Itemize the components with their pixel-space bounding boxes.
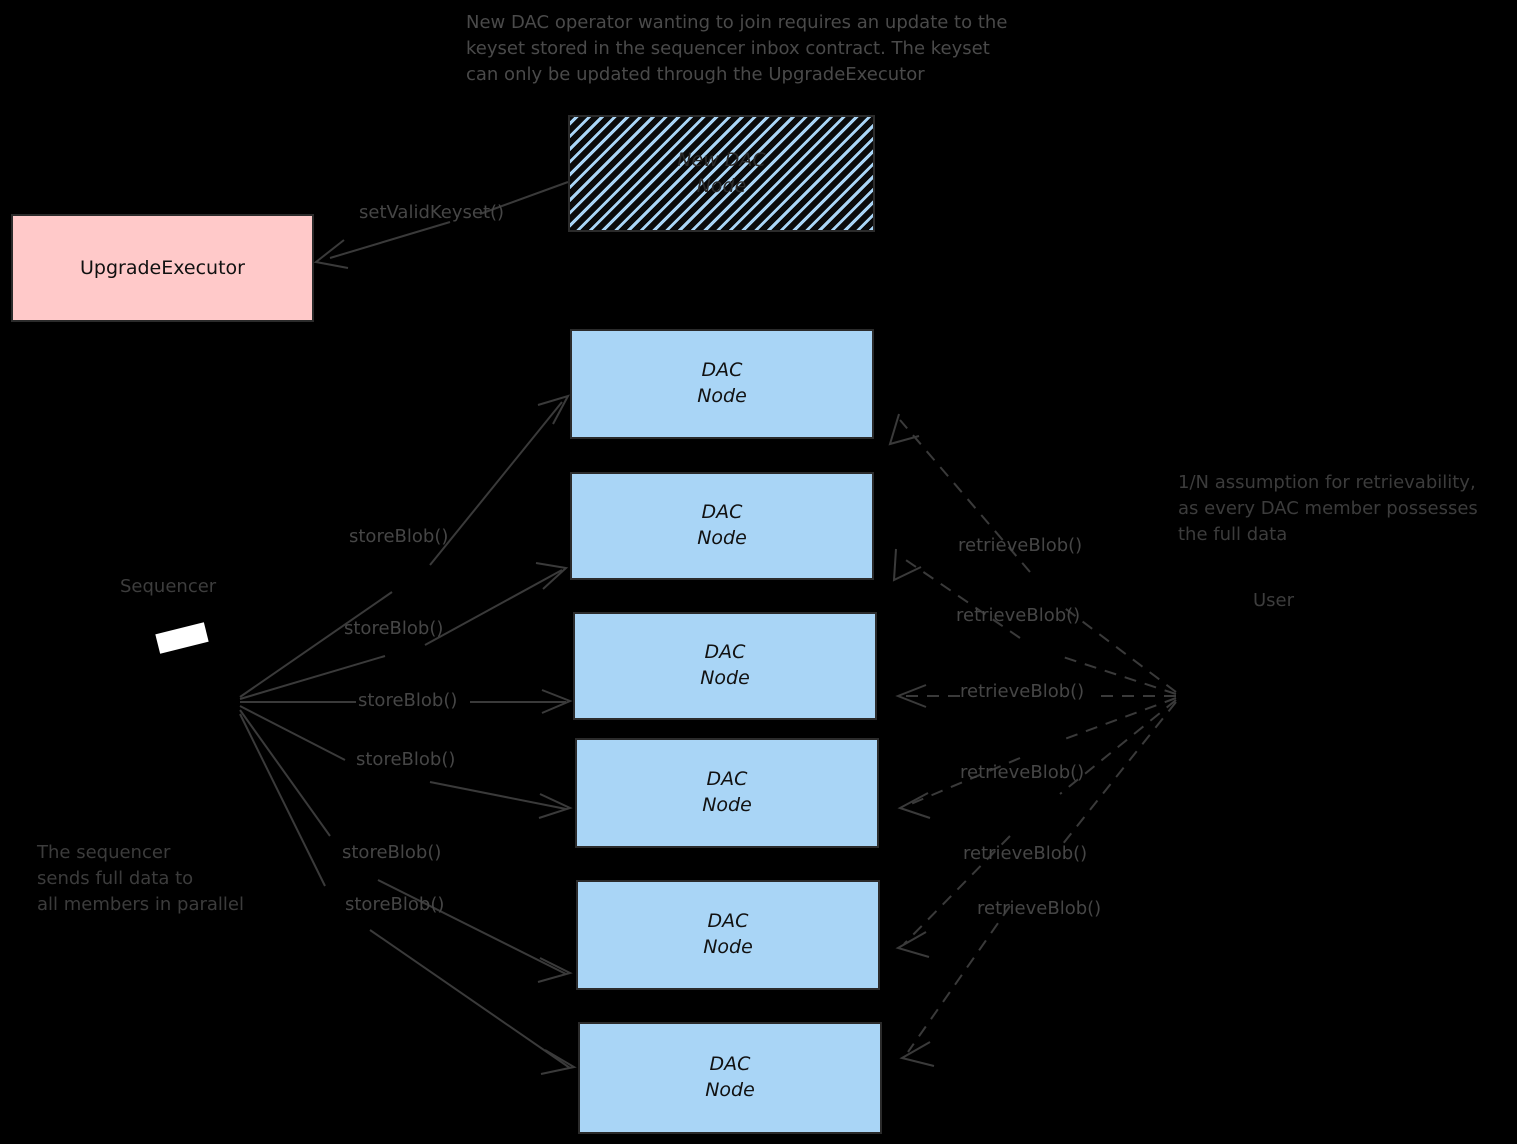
dac-node-label-line2: Node: [697, 385, 747, 407]
dac-node-label-line2: Node: [705, 1079, 755, 1101]
note-right: 1/N assumption for retrievability, as ev…: [1178, 472, 1478, 546]
edge-label-retrieve-blob-3: retrieveBlob(): [960, 681, 1085, 702]
edge-label-retrieve-blob-4: retrieveBlob(): [960, 762, 1085, 783]
new-dac-node-box[interactable]: New DAC Node: [568, 115, 875, 232]
edge-store-blob-4: [239, 705, 573, 819]
note-top: New DAC operator wanting to join require…: [466, 12, 1008, 86]
dac-node-label-line1: DAC: [709, 1053, 751, 1076]
edge-retrieve-blob-4: [897, 697, 1177, 819]
edge-store-blob-1: [239, 394, 571, 698]
dac-node-label-line2: Node: [703, 936, 753, 958]
edge-retrieve-blob-2: [892, 548, 1177, 695]
dac-node-box-1[interactable]: DAC Node: [570, 329, 874, 439]
edge-label-retrieve-blob-1: retrieveBlob(): [958, 535, 1083, 556]
dac-node-label-line2: Node: [702, 794, 752, 816]
dac-node-box-6[interactable]: DAC Node: [578, 1022, 882, 1134]
dac-node-box-5[interactable]: DAC Node: [576, 880, 880, 990]
edge-set-valid-keyset: [313, 181, 569, 269]
edge-retrieve-blob-3: [895, 684, 1176, 708]
dac-node-label-line1: DAC: [707, 910, 749, 933]
dac-node-box-4[interactable]: DAC Node: [575, 738, 879, 848]
dac-node-label-line2: Node: [700, 667, 750, 689]
dac-node-label-line1: DAC: [706, 768, 748, 791]
edge-label-set-valid-keyset: setValidKeyset(): [359, 202, 505, 223]
new-dac-node-label-line2: Node: [696, 174, 747, 197]
edge-label-retrieve-blob-5: retrieveBlob(): [963, 843, 1088, 864]
edge-label-retrieve-blob-2: retrieveBlob(): [956, 605, 1081, 626]
edge-label-store-blob-1: storeBlob(): [349, 526, 449, 547]
dac-node-label-line1: DAC: [701, 359, 743, 382]
edge-label-store-blob-3: storeBlob(): [358, 690, 458, 711]
edge-retrieve-blob-6: [899, 701, 1177, 1067]
dac-node-box-2[interactable]: DAC Node: [570, 472, 874, 580]
edge-store-blob-5: [239, 709, 573, 983]
edge-label-store-blob-2: storeBlob(): [344, 618, 444, 639]
edge-store-blob-6: [239, 713, 577, 1075]
upgrade-executor-box[interactable]: UpgradeExecutor: [11, 214, 314, 322]
user-label: User: [1253, 590, 1295, 611]
dac-node-label-line1: DAC: [701, 501, 743, 524]
dac-node-box-3[interactable]: DAC Node: [573, 612, 877, 720]
dac-node-label-line1: DAC: [704, 641, 746, 664]
dac-node-label-line2: Node: [697, 527, 747, 549]
sequencer-label: Sequencer: [120, 576, 217, 597]
note-bottom-left: The sequencer sends full data to all mem…: [37, 842, 244, 916]
edge-label-retrieve-blob-6: retrieveBlob(): [977, 898, 1102, 919]
edge-retrieve-blob-1: [888, 413, 1177, 693]
edge-retrieve-blob-5: [895, 699, 1177, 958]
upgrade-executor-label: UpgradeExecutor: [80, 257, 245, 279]
edge-store-blob-2: [239, 562, 569, 700]
edge-label-store-blob-4: storeBlob(): [356, 749, 456, 770]
edge-label-store-blob-6: storeBlob(): [345, 894, 445, 915]
edge-store-blob-3: [240, 689, 573, 714]
edge-label-store-blob-5: storeBlob(): [342, 842, 442, 863]
new-dac-node-label-line1: New DAC: [677, 148, 766, 171]
